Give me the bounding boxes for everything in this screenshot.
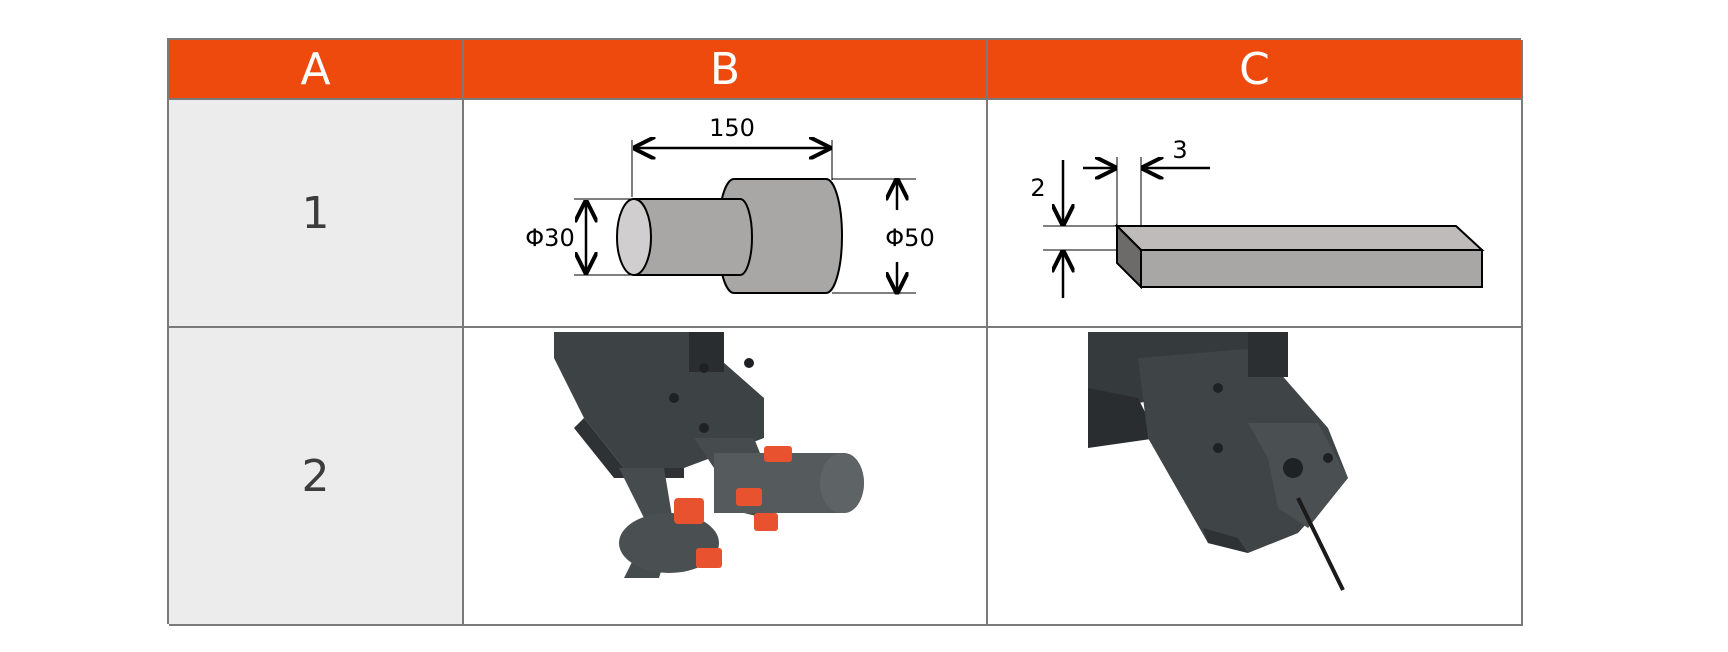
gripper-photo-b (464, 328, 988, 626)
small-diameter-label: Φ30 (525, 224, 574, 252)
screw (1213, 443, 1223, 453)
stepped-cylinder-diagram: 150 Φ30 Φ50 (525, 114, 935, 326)
row-header-1: 1 (169, 100, 464, 328)
column-header-a: A (169, 40, 464, 100)
stepped-cylinder-drawing: 150 Φ30 Φ50 (464, 100, 988, 328)
flat-bar-diagram: 3 2 (1030, 136, 1485, 298)
orange-pad (736, 488, 762, 506)
row-header-2: 2 (169, 328, 464, 626)
held-wire (1296, 497, 1345, 591)
flat-bar-drawing: 3 2 (988, 100, 1523, 328)
column-header-b: B (464, 40, 988, 100)
large-diameter-label: Φ50 (885, 224, 934, 252)
small-cylinder-end-face (616, 198, 652, 276)
held-cylinder-end (820, 453, 864, 513)
gripper-connector (1248, 332, 1288, 377)
column-header-c: C (988, 40, 1523, 100)
thickness-label: 2 (1030, 174, 1045, 202)
bar-front-face (1140, 249, 1483, 288)
finger-pivot (1283, 458, 1303, 478)
gripper-body-shadow (1203, 528, 1248, 553)
orange-pad (674, 498, 704, 524)
length-label: 150 (709, 114, 755, 142)
gripper-lower-link (619, 513, 719, 573)
gripper-photo-c (988, 328, 1523, 626)
gripper-mount-side (1088, 388, 1158, 448)
screw (744, 358, 754, 368)
orange-pad (764, 446, 792, 462)
orange-pad (696, 548, 722, 568)
bar-top-face (1114, 225, 1485, 251)
gripper-holding-cylinder-photo (554, 332, 864, 578)
screw (1213, 383, 1223, 393)
small-cylinder (633, 198, 753, 276)
comparison-table: A B C 1 (167, 38, 1523, 626)
screw (699, 423, 709, 433)
screw (1323, 453, 1333, 463)
gripper-holding-wire-photo (1088, 332, 1348, 591)
orange-pad (754, 513, 778, 531)
screw (699, 363, 709, 373)
screw (669, 393, 679, 403)
gripper-body-shadow (574, 418, 684, 478)
width-label: 3 (1172, 136, 1187, 164)
